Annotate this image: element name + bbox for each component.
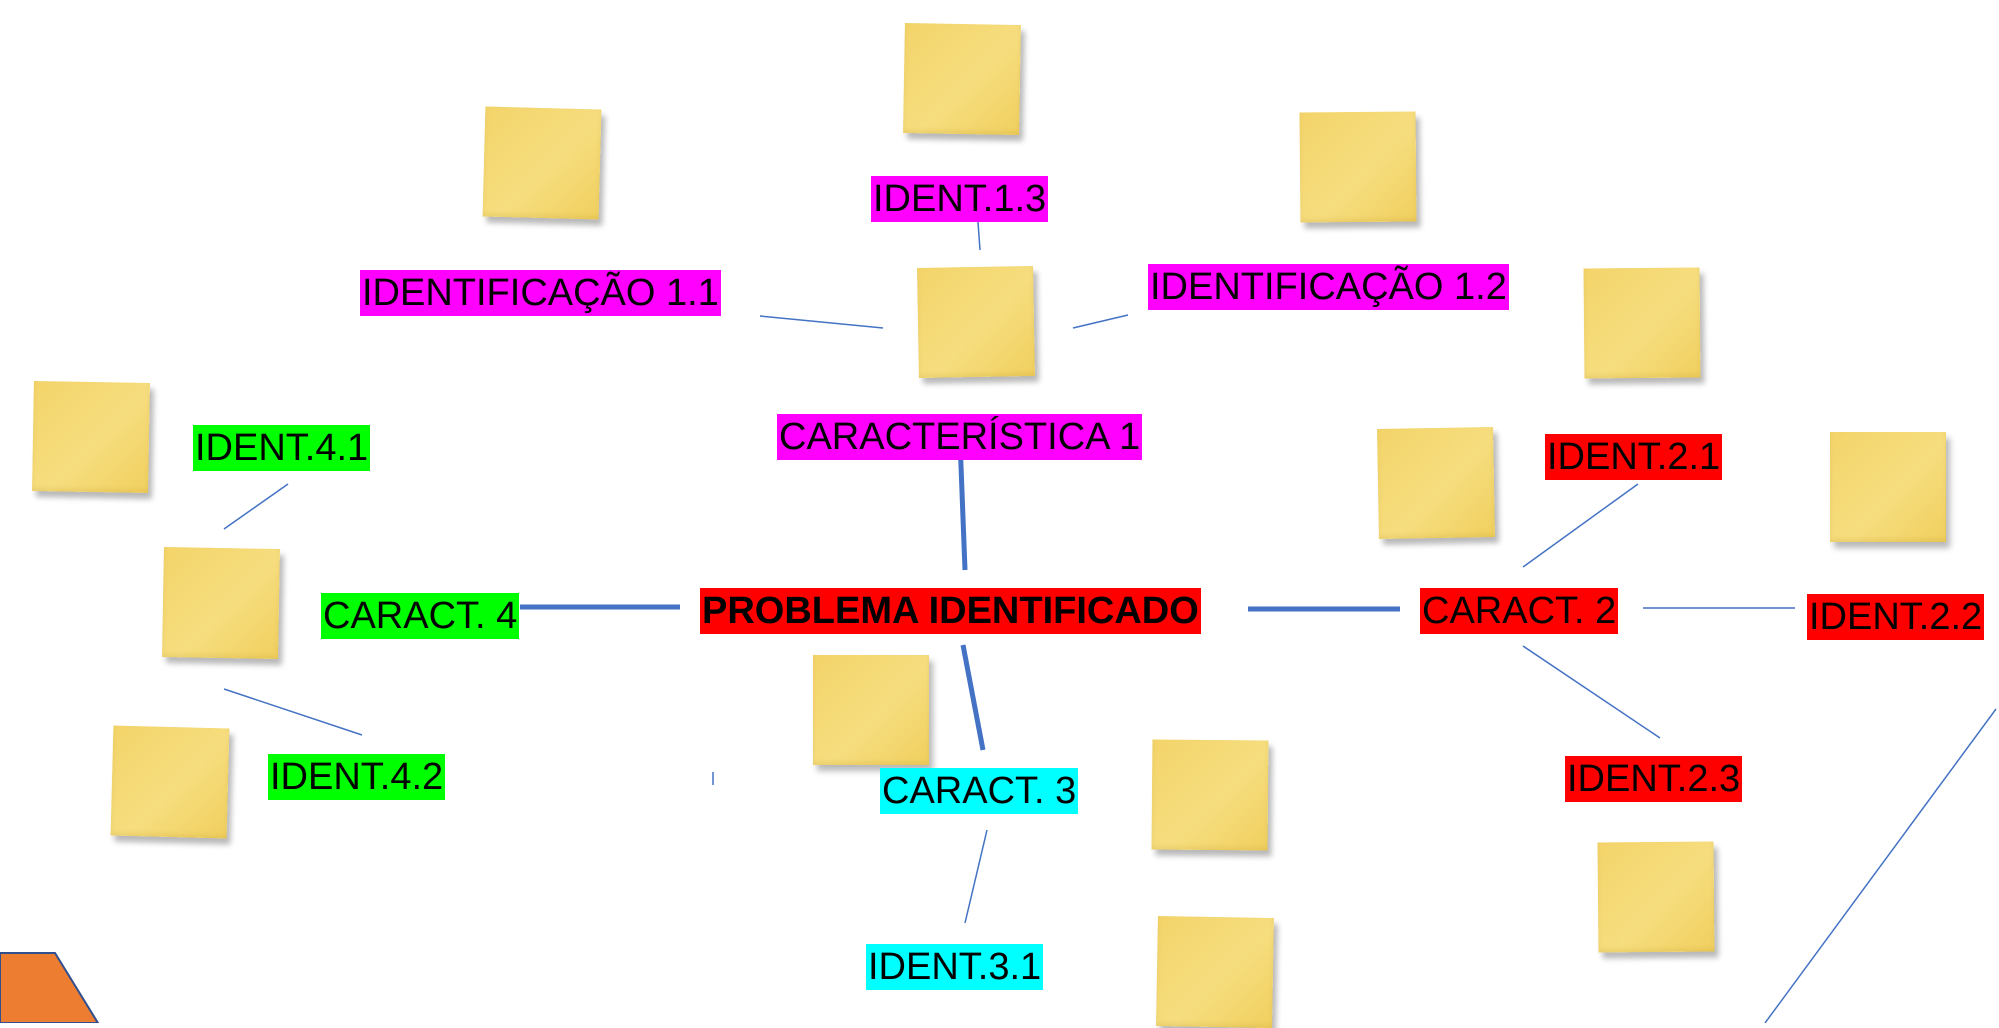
sticky-note: [1156, 915, 1274, 1028]
connector-center-to-caract-3: [960, 644, 986, 751]
ident-2-3-label: IDENT.2.3: [1565, 756, 1743, 802]
connector-ident-1-3: [977, 221, 981, 251]
ident-3-1-label: IDENT.3.1: [866, 944, 1044, 990]
branch-label-caracteristica-1: CARACTERÍSTICA 1: [777, 414, 1143, 460]
ident-4-1-label: IDENT.4.1: [193, 425, 371, 471]
sticky-note: [1830, 432, 1946, 542]
sticky-note: [1377, 426, 1495, 540]
branch-label-caract-4: CARACT. 4: [321, 593, 520, 639]
ident-2-2-label: IDENT.2.2: [1807, 594, 1985, 640]
sticky-note: [110, 725, 230, 839]
connector-ident-2-1: [1522, 483, 1639, 568]
connector-ident-4-1: [223, 483, 289, 530]
connector-ident-1-1: [759, 315, 884, 329]
central-problem-label: PROBLEMA IDENTIFICADO: [700, 588, 1201, 634]
sticky-note: [162, 546, 280, 660]
ident-1-1-label: IDENTIFICAÇÃO 1.1: [360, 270, 721, 316]
branch-label-caract-3: CARACT. 3: [880, 768, 1079, 814]
branch-label-caract-2: CARACT. 2: [1420, 588, 1619, 634]
ident-2-1-label: IDENT.2.1: [1545, 434, 1723, 480]
sticky-note: [903, 22, 1021, 136]
connector-ident-3-1: [964, 829, 988, 924]
connector-center-to-caract-1: [957, 439, 968, 571]
sticky-note: [482, 106, 602, 220]
sticky-note: [1597, 841, 1715, 953]
connector-ident-2-2-long: [1764, 708, 1997, 1023]
sticky-note: [1299, 111, 1417, 223]
ident-4-2-label: IDENT.4.2: [268, 754, 446, 800]
sticky-note: [917, 265, 1035, 379]
ident-1-3-label: IDENT.1.3: [871, 176, 1049, 222]
sticky-note: [1151, 739, 1269, 851]
connector-ident-2-3: [1522, 645, 1661, 739]
corner-triangle-shape: [0, 952, 100, 1023]
sticky-note: [813, 655, 929, 765]
connector-ident-1-2: [1072, 314, 1129, 329]
ident-1-2-label: IDENTIFICAÇÃO 1.2: [1148, 264, 1509, 310]
connector-ident-4-2: [223, 688, 363, 736]
sticky-note: [1583, 267, 1701, 379]
